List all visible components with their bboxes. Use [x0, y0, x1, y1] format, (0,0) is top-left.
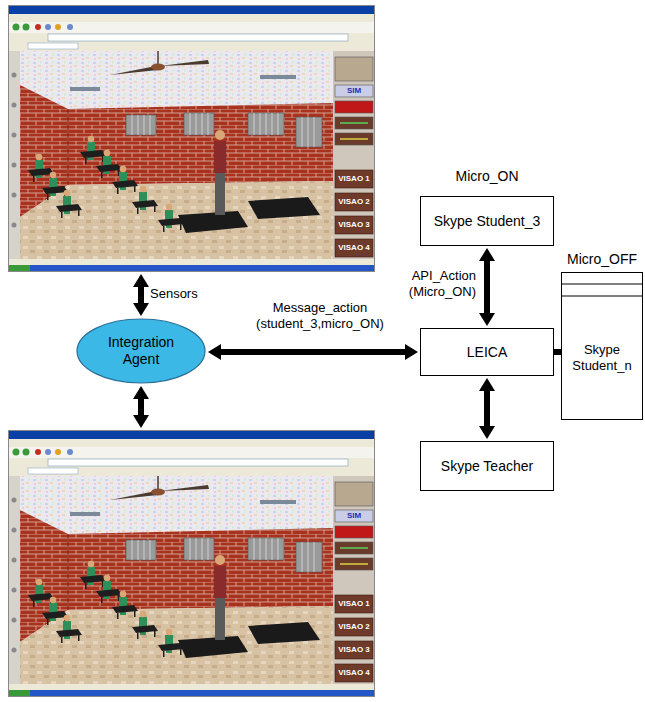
arrow-head — [479, 248, 495, 261]
view-button-label: VISAO 2 — [335, 193, 373, 211]
view-button-label: VISAO 4 — [335, 664, 373, 682]
mic-status: Micro_OFF — [567, 250, 637, 268]
node-label: Integration Agent — [95, 334, 187, 368]
arrow-shaft — [138, 398, 144, 416]
view-button-label: SIM — [335, 510, 373, 522]
arrow-head — [208, 344, 221, 360]
screenshot-bottom — [8, 430, 375, 697]
view-button-label: SIM — [335, 85, 373, 97]
classroom-screen: SIM VISAO 1 VISAO 2 VISAO 3 VISAO 4 — [8, 430, 375, 697]
double-arrow — [479, 378, 495, 439]
view-button-label: VISAO 1 — [335, 595, 373, 613]
node-label: Skype Student_n — [568, 342, 636, 374]
node-label: Skype Student_3 — [434, 213, 541, 230]
arrow-head — [133, 274, 149, 287]
skype-box: Micro_ONSkype Student_3 — [420, 196, 554, 246]
node-label: LEICA — [467, 344, 507, 361]
arrow-head — [133, 415, 149, 428]
screenshot-top — [8, 5, 375, 272]
stack-bands — [561, 284, 643, 296]
view-button-label: VISAO 1 — [335, 170, 373, 188]
double-arrow — [133, 274, 149, 316]
double-arrow — [133, 386, 149, 428]
node-label: Skype Teacher — [441, 458, 533, 475]
arrow-head — [133, 386, 149, 399]
ellipse-shape — [77, 319, 205, 383]
edge-label: API_Action (Micro_ON) — [380, 268, 476, 300]
process-box: LEICA — [420, 328, 554, 376]
arrow-shaft — [220, 349, 406, 355]
arrow-shaft — [138, 286, 144, 304]
classroom-screen: SIM VISAO 1 VISAO 2 VISAO 3 VISAO 4 — [8, 5, 375, 272]
view-button-label: VISAO 4 — [335, 239, 373, 257]
arrow-head — [405, 344, 418, 360]
edge-label: Message_action (student_3,micro_ON) — [236, 300, 404, 332]
skype-box: Skype Teacher — [420, 441, 554, 491]
edge-label: Sensors — [150, 286, 220, 302]
agent-ellipse: Integration Agent — [76, 318, 206, 384]
arrow-head — [479, 378, 495, 391]
mic-status: Micro_ON — [455, 167, 518, 185]
skype-stack: Micro_OFFSkype Student_n — [561, 272, 643, 420]
arrow-head — [479, 313, 495, 326]
double-arrow — [479, 248, 495, 326]
view-button-label: VISAO 3 — [335, 216, 373, 234]
double-arrow — [208, 344, 418, 360]
view-button-label: VISAO 3 — [335, 641, 373, 659]
stack-frame — [562, 273, 643, 420]
view-button-label: VISAO 2 — [335, 618, 373, 636]
arrow-head — [133, 303, 149, 316]
arrow-head — [479, 426, 495, 439]
arrow-shaft — [484, 390, 490, 427]
arrow-shaft — [484, 260, 490, 314]
